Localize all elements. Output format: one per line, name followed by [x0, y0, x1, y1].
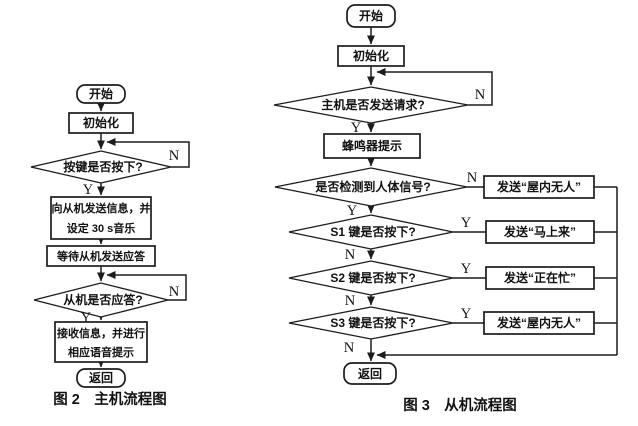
branch-label-yes: Y — [461, 261, 472, 277]
node-label: 按键是否按下? — [63, 159, 142, 174]
node-label-line2: 设定 30 s音乐 — [67, 221, 135, 235]
process-shape — [68, 112, 134, 134]
decision-shape — [30, 150, 172, 184]
node-label-line1: 接收信息，并进行 — [57, 326, 145, 340]
branch-label-no: N — [169, 148, 180, 164]
send-nobody-top-node: 发送“屋内无人” — [483, 175, 595, 199]
branch-label-no: N — [475, 87, 486, 103]
slave-init-node: 初始化 — [337, 45, 405, 67]
node-label: 是否检测到人体信号? — [314, 179, 430, 194]
send-coming-node: 发送“马上来” — [485, 220, 595, 244]
node-label: 等待从机发送应答 — [56, 249, 146, 263]
figure2-caption: 图 2 主机流程图 — [53, 390, 167, 408]
decision-shape — [274, 167, 468, 207]
master-receive-node: 接收信息，并进行 相应语音提示 — [54, 321, 148, 363]
master-end-node: 返回 — [76, 368, 126, 388]
figure3-caption: 图 3 从机流程图 — [403, 396, 517, 414]
process-shape — [337, 45, 405, 67]
slave-request-decision: 主机是否发送请求? — [273, 86, 469, 124]
branch-label-yes: Y — [83, 182, 94, 198]
node-label: 返回 — [89, 370, 113, 385]
master-wait-reply-node: 等待从机发送应答 — [46, 245, 156, 267]
process-shape — [50, 196, 152, 240]
node-label: 开始 — [359, 8, 383, 23]
slave-s1-decision: S1 键是否按下? — [288, 214, 454, 250]
process-shape — [485, 266, 595, 290]
node-label: 发送“屋内无人” — [496, 179, 581, 194]
decision-shape — [288, 214, 454, 250]
branch-label-no: N — [169, 284, 180, 300]
node-label-line2: 相应语音提示 — [68, 345, 134, 359]
slave-human-decision: 是否检测到人体信号? — [274, 167, 468, 207]
node-label: 返回 — [358, 366, 382, 381]
node-label: 发送“正在忙” — [503, 270, 576, 285]
process-shape — [485, 220, 595, 244]
node-label: 发送“屋内无人” — [496, 315, 581, 330]
send-nobody-bottom-node: 发送“屋内无人” — [483, 311, 595, 335]
master-connectors — [97, 102, 190, 368]
process-shape — [483, 311, 595, 335]
master-reply-decision: 从机是否应答? — [33, 282, 169, 318]
process-shape — [323, 133, 421, 159]
node-label: S1 键是否按下? — [330, 224, 415, 239]
branch-label-yes: Y — [81, 310, 92, 326]
slave-end-node: 返回 — [343, 362, 397, 385]
branch-label-yes: Y — [461, 306, 472, 322]
decision-shape — [288, 260, 454, 296]
decision-shape — [33, 282, 169, 318]
terminator-shape — [76, 368, 126, 388]
branch-label-yes: Y — [347, 203, 358, 219]
node-label: S2 键是否按下? — [330, 270, 415, 285]
branch-label-no: N — [467, 170, 478, 186]
node-label: 开始 — [89, 86, 113, 101]
master-send-info-node: 向从机发送信息，并 设定 30 s音乐 — [50, 196, 152, 240]
loop-no-line — [376, 68, 493, 106]
branch-label-no: N — [345, 293, 356, 309]
node-label: 初始化 — [83, 115, 119, 130]
node-label-line1: 向从机发送信息，并 — [52, 201, 151, 215]
node-label: 发送“马上来” — [503, 224, 576, 239]
master-key-decision: 按键是否按下? — [30, 150, 172, 184]
slave-s2-decision: S2 键是否按下? — [288, 260, 454, 296]
slave-buzzer-node: 蜂鸣器提示 — [323, 133, 421, 159]
master-start-node: 开始 — [76, 84, 126, 104]
process-shape — [483, 175, 595, 199]
decision-shape — [288, 306, 454, 340]
terminator-shape — [76, 84, 126, 104]
slave-s3-decision: S3 键是否按下? — [288, 306, 454, 340]
branch-label-yes: Y — [351, 120, 362, 136]
terminator-shape — [343, 362, 397, 385]
slave-connectors — [367, 27, 618, 362]
master-flowchart: 开始 初始化 按键是否按下? N Y 向从机发送信息，并 设定 30 s音乐 等… — [30, 84, 190, 408]
branch-label-yes: Y — [461, 215, 472, 231]
loop-no-line — [106, 271, 187, 301]
branch-label-no: N — [344, 340, 355, 356]
slave-flowchart: 开始 初始化 主机是否发送请求? N Y 蜂鸣器提示 是否检测到人体信号? N … — [273, 4, 618, 414]
node-label: 蜂鸣器提示 — [342, 138, 402, 153]
slave-start-node: 开始 — [346, 4, 396, 28]
master-init-node: 初始化 — [68, 112, 134, 134]
process-shape — [46, 245, 156, 267]
process-shape — [54, 321, 148, 363]
terminator-shape — [346, 4, 396, 28]
decision-shape — [273, 86, 469, 124]
loop-no-line — [106, 138, 190, 168]
node-label: 主机是否发送请求? — [321, 97, 424, 112]
branch-label-no: N — [345, 247, 356, 263]
node-label: 初始化 — [353, 48, 389, 63]
send-busy-node: 发送“正在忙” — [485, 266, 595, 290]
node-label: S3 键是否按下? — [330, 315, 415, 330]
node-label: 从机是否应答? — [63, 292, 142, 307]
